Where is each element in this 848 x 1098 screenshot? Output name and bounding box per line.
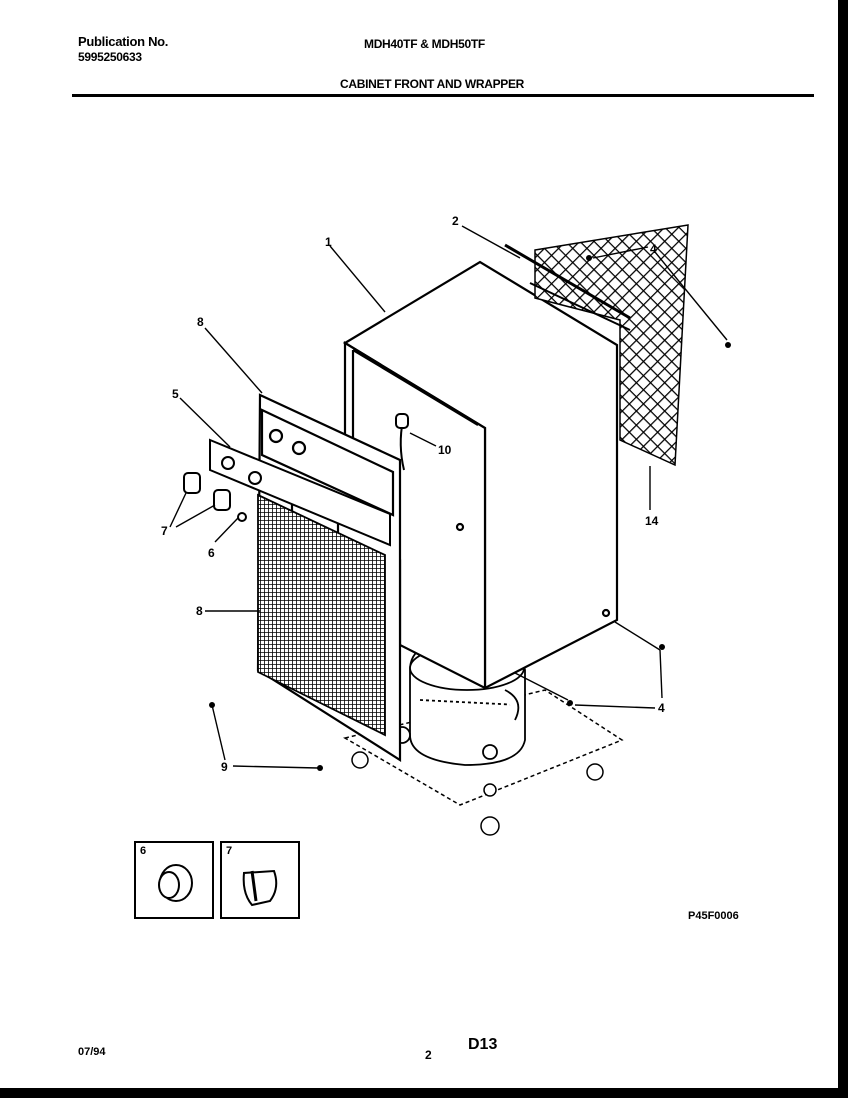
inset-knob-7-number: 7 — [226, 845, 233, 857]
callout-1: 1 — [325, 235, 332, 249]
callout-10: 10 — [438, 443, 452, 457]
rear-grille — [504, 224, 689, 467]
cabinet-wrapper — [342, 260, 619, 690]
callout-numbers: 1 2 4 4 5 6 7 8 8 9 10 14 — [161, 214, 665, 774]
callout-7: 7 — [161, 524, 168, 538]
callout-8-lower: 8 — [196, 604, 203, 618]
knobs — [183, 472, 247, 522]
figure-code: P45F0006 — [688, 910, 739, 922]
publication-label: Publication No. — [78, 34, 169, 49]
leader-lines — [169, 225, 728, 769]
front-louver — [257, 493, 386, 737]
inset-knob-7: 7 — [220, 841, 300, 919]
control-panel — [209, 438, 391, 547]
publication-number: 5995250633 — [78, 50, 142, 64]
exploded-view-diagram: 1 2 4 4 5 6 7 8 8 9 10 14 — [161, 214, 731, 836]
callout-9: 9 — [221, 760, 228, 774]
section-title: CABINET FRONT AND WRAPPER — [340, 77, 525, 91]
footer-date: 07/94 — [78, 1046, 106, 1058]
callout-6: 6 — [208, 546, 215, 560]
callout-5: 5 — [172, 387, 179, 401]
footer-page-number: 2 — [425, 1048, 432, 1062]
model-numbers: MDH40TF & MDH50TF — [364, 37, 485, 51]
pointer-knob-icon — [242, 869, 278, 907]
round-knob-icon — [158, 864, 193, 902]
screws — [209, 255, 731, 771]
inset-knob-6-number: 6 — [140, 845, 147, 857]
header-rule — [72, 94, 814, 97]
callout-2: 2 — [452, 214, 459, 228]
callout-4-bottom: 4 — [658, 701, 665, 715]
callout-4-top: 4 — [650, 242, 657, 256]
callout-14: 14 — [645, 514, 659, 528]
callout-8-upper: 8 — [197, 315, 204, 329]
inset-knob-6: 6 — [134, 841, 214, 919]
power-cord — [395, 413, 409, 471]
footer-code: D13 — [468, 1036, 498, 1053]
